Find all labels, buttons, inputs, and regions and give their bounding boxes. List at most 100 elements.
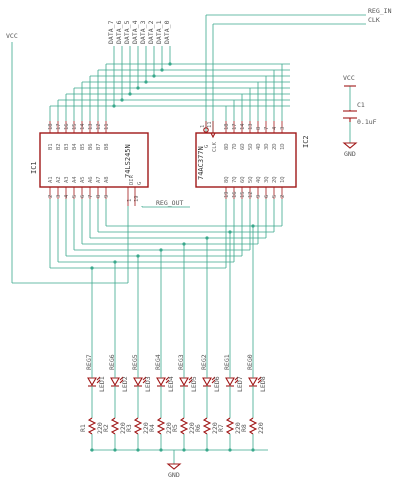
- ic1-b-pin-label: B1: [48, 143, 54, 150]
- ic2-q-pin-label: 1Q: [280, 176, 286, 183]
- ic2-d-pin-number: 4: [272, 126, 278, 130]
- ic2-d-pin-number: 8: [256, 127, 262, 130]
- ic1-b-pin-label: B4: [72, 143, 78, 150]
- ic1-pins: 18B1A1217B2A2316B3A3415B4A4514B5A5613B6A…: [48, 121, 110, 199]
- data-net-label: DATA_3: [139, 20, 147, 44]
- ic2-q-pin-number: 19: [224, 191, 230, 198]
- resistor-ref: R1: [79, 424, 87, 432]
- resistor-value: 220: [96, 422, 104, 434]
- ic1-dir-label: DIR: [129, 174, 135, 185]
- resistor-value: 220: [257, 422, 265, 434]
- data-bus-junction: [160, 68, 164, 72]
- gnd-bus-junction: [251, 448, 255, 452]
- resistor-ref: R5: [171, 424, 179, 432]
- data-net-label: DATA_5: [123, 20, 131, 44]
- ic1-a-pin-label: A1: [48, 176, 54, 183]
- led-ref: LED7: [236, 376, 244, 392]
- led-ref: LED8: [259, 376, 267, 392]
- gnd-bus-junction: [182, 448, 186, 452]
- reg-net-label: REG0: [246, 354, 254, 370]
- reg-net-label: REG5: [131, 354, 139, 370]
- ic2-clock-triangle: [210, 132, 216, 139]
- led-emission-arrow: [142, 379, 147, 384]
- resistor-value: 220: [142, 422, 150, 434]
- ic1-bottom-pin-number: 4: [64, 194, 70, 198]
- resistor-value: 220: [119, 422, 127, 434]
- ic1-a-pin-label: A5: [80, 176, 86, 183]
- led-emission-arrow: [119, 379, 124, 384]
- ic1-a-pin-label: A4: [72, 176, 78, 183]
- ic1-a-pin-label: A8: [104, 176, 110, 183]
- c1-value: 0.1uF: [357, 118, 377, 126]
- ic1-top-pin-number: 11: [104, 123, 110, 130]
- vcc-left-label: VCC: [6, 32, 18, 40]
- ic2-d-pin-label: 4D: [256, 143, 262, 150]
- data-net-label: DATA_2: [147, 20, 155, 44]
- ic2-d-pin-label: 7D: [232, 143, 238, 150]
- led-symbol: [225, 377, 235, 387]
- data-bus-junction: [144, 80, 148, 84]
- reg-net-label: REG4: [154, 354, 162, 370]
- ic1-top-pin-number: 15: [72, 123, 78, 130]
- ic1-b-pin-label: B2: [56, 143, 62, 150]
- resistor-symbol: [179, 417, 189, 435]
- ic1-a-pin-label: A3: [64, 176, 70, 183]
- ic2-q-pin-number: 12: [248, 191, 254, 198]
- ic1-bottom-pin-number: 8: [96, 195, 102, 198]
- ic1-b-pin-label: B7: [96, 143, 102, 150]
- ic2-d-pin-number: 3: [280, 127, 286, 130]
- resistor-value: 220: [188, 422, 196, 434]
- led-emission-arrow: [211, 379, 216, 384]
- ic2-d-pin-number: 7: [264, 127, 270, 130]
- resistor-symbol: [87, 417, 97, 435]
- resistor-ref: R3: [125, 424, 133, 432]
- ic2-g-pin: 1: [200, 125, 206, 128]
- led-symbol: [248, 377, 258, 387]
- led-ref: LED2: [121, 376, 129, 392]
- ic1-bottom-pin-number: 5: [72, 195, 78, 198]
- ic2-d-pin-number: 13: [248, 123, 254, 130]
- led-symbol: [133, 377, 143, 387]
- ic2-clk-label: CLK: [212, 141, 218, 152]
- ic2-clk-pin: 11: [207, 121, 213, 128]
- ic2-g-inversion-bubble: [203, 127, 209, 133]
- led-emission-arrow: [96, 376, 101, 381]
- ic2-q-pin-number: 5: [272, 195, 278, 198]
- data-net-label: DATA_6: [115, 20, 123, 44]
- ic2-q-pin-number: 2: [280, 195, 286, 198]
- reg-net-label: REG6: [108, 354, 116, 370]
- ic2-q-pin-number: 15: [240, 191, 246, 198]
- ic2-q-pin-number: 6: [264, 195, 270, 198]
- gnd-label: GND: [168, 471, 180, 479]
- gnd-bus-junction: [228, 448, 232, 452]
- led-emission-arrow: [165, 379, 170, 384]
- ic1-bottom-pin-number: 3: [56, 195, 62, 198]
- ic1-body: [39, 132, 149, 188]
- data-net-label: DATA_7: [107, 20, 115, 44]
- led-emission-arrow: [188, 376, 193, 381]
- ic2-d-pin-number: 17: [232, 123, 238, 130]
- ic2-q-pin-label: 3Q: [264, 176, 270, 183]
- led-emission-arrow: [234, 376, 239, 381]
- resistor-value: 220: [211, 422, 219, 434]
- resistor-ref: R6: [194, 424, 202, 432]
- ic1-top-pin-number: 16: [64, 123, 70, 130]
- gnd-bus-junction: [113, 448, 117, 452]
- led-symbol: [179, 377, 189, 387]
- ic2-ref: IC2: [302, 135, 310, 148]
- c1-gnd-symbol: [342, 142, 358, 149]
- ic1-bottom-pin-number: 9: [104, 195, 110, 198]
- ic2-q-pin-number: 9: [256, 195, 262, 198]
- led-ref: LED5: [190, 376, 198, 392]
- ic2-part-number: 74AC377N: [197, 146, 205, 180]
- clk-label: CLK: [368, 16, 380, 24]
- ic2-d-pin-label: 3D: [264, 143, 270, 150]
- led-emission-arrow: [211, 376, 216, 381]
- ic2-g-label: G: [204, 145, 210, 148]
- led-symbol: [87, 377, 97, 387]
- resistor-ref: R4: [148, 424, 156, 432]
- gnd-bus-junction: [159, 448, 163, 452]
- ic2-q-pin-label: 8Q: [224, 176, 230, 183]
